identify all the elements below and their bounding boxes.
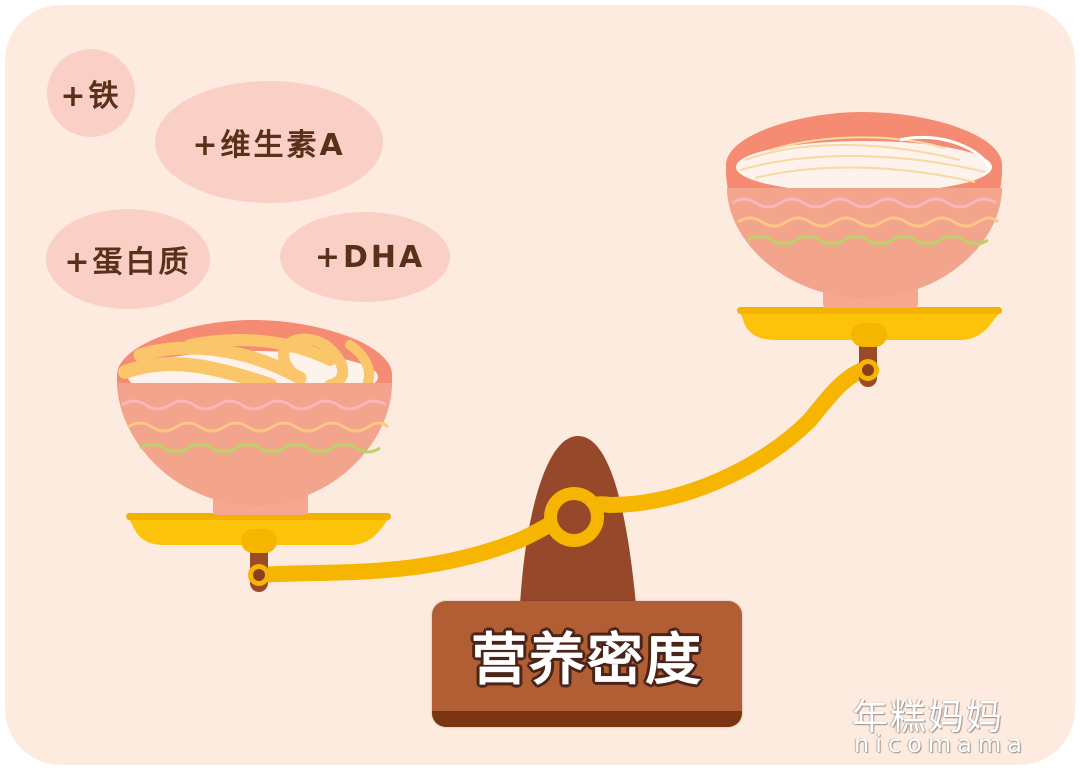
right-hanger-pin bbox=[862, 364, 874, 376]
tag-protein-label: +蛋白质 bbox=[64, 245, 192, 280]
sign-label: 营养密度 bbox=[471, 628, 703, 693]
left-bowl-wave-green bbox=[139, 442, 381, 454]
right-pan-knob bbox=[851, 323, 887, 347]
balance-scale bbox=[117, 112, 1002, 605]
watermark-english: nicomama bbox=[854, 730, 1028, 758]
sign-base bbox=[432, 711, 742, 727]
watermark-chinese: 年糕妈妈 bbox=[852, 697, 1005, 738]
nutrition-density-sign: 营养密度 bbox=[432, 601, 742, 727]
tag-vitamin-a-label: +维生素A bbox=[192, 128, 346, 163]
left-bowl bbox=[117, 320, 392, 515]
tag-dha-label: +DHA bbox=[314, 239, 426, 275]
right-bowl-wave-green bbox=[747, 234, 989, 246]
tag-dha: +DHA bbox=[280, 212, 450, 302]
illustration-card: +铁 +维生素A +蛋白质 +DHA bbox=[5, 5, 1075, 765]
right-bowl-wave-orange bbox=[737, 216, 1000, 228]
right-bowl bbox=[726, 112, 1002, 308]
tag-iron-label: +铁 bbox=[60, 79, 122, 114]
left-hanger-pin bbox=[253, 569, 265, 581]
left-bowl-wave-orange bbox=[127, 421, 390, 433]
left-bowl-wave-pink bbox=[121, 399, 387, 411]
scale-beam bbox=[250, 360, 876, 583]
tag-vitamin-a: +维生素A bbox=[155, 81, 383, 203]
pivot-hole bbox=[557, 500, 591, 534]
left-pan-knob bbox=[241, 529, 277, 553]
tag-protein: +蛋白质 bbox=[46, 209, 210, 309]
right-bowl-wave-pink bbox=[731, 197, 997, 209]
tag-iron: +铁 bbox=[47, 49, 135, 137]
